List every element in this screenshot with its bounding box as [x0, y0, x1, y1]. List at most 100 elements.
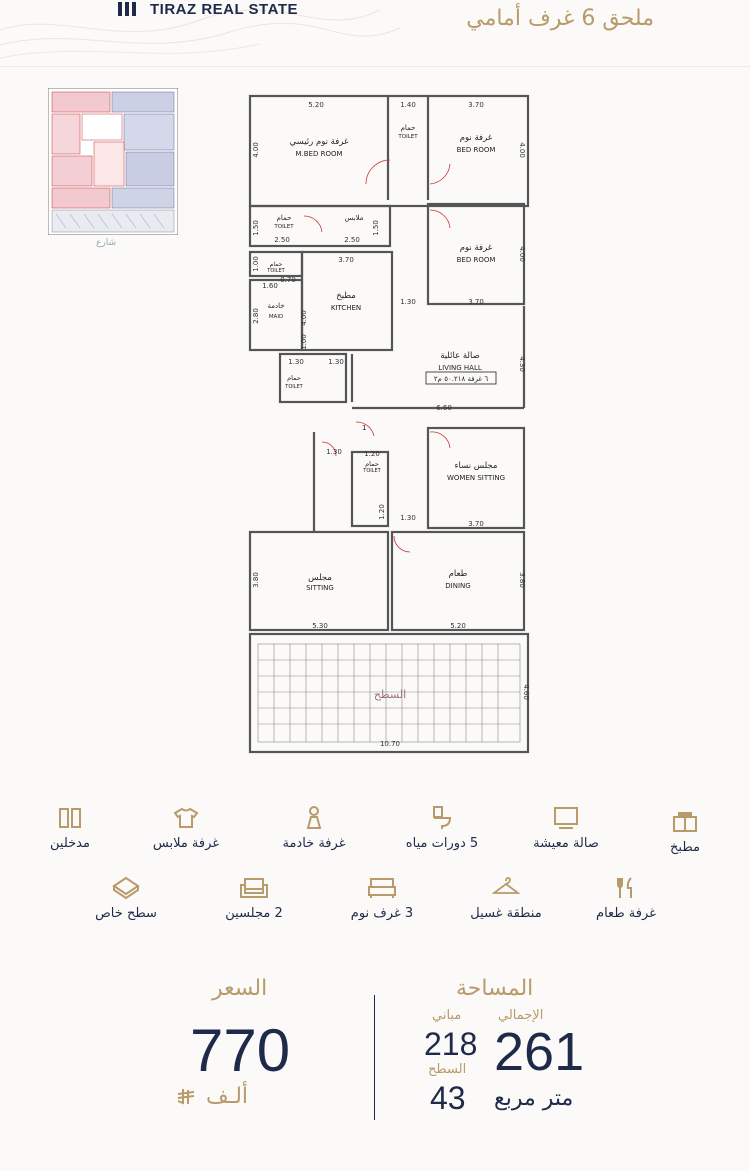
- svg-text:4.00: 4.00: [300, 310, 308, 326]
- svg-text:خادمة: خادمة: [267, 302, 284, 310]
- svg-text:طعام: طعام: [449, 569, 468, 579]
- svg-text:WOMEN SITTING: WOMEN SITTING: [447, 474, 505, 482]
- feature-label: غرفة ملابس: [152, 836, 220, 851]
- listing-title: ملحق 6 غرف أمامي: [466, 6, 654, 31]
- header-divider: [0, 66, 750, 67]
- svg-text:1.40: 1.40: [400, 101, 416, 109]
- svg-text:مطبخ: مطبخ: [336, 291, 356, 301]
- roof-tiles: [257, 643, 521, 743]
- feature-label: سطح خاص: [95, 906, 157, 921]
- svg-text:1.20: 1.20: [378, 504, 386, 520]
- feature-living-room: صالة معيشة: [506, 806, 626, 851]
- brand: TIRAZ REAL STATE: [118, 0, 298, 18]
- svg-text:TOILET: TOILET: [362, 468, 381, 474]
- svg-text:غرفة نوم: غرفة نوم: [460, 133, 493, 143]
- feature-dining-room: غرفة طعام: [566, 876, 686, 921]
- hanger-icon: [446, 876, 566, 900]
- svg-text:5.30: 5.30: [312, 622, 328, 630]
- floor-plan: غرفة نوم رئيسي M.BED ROOM غرفة نوم BED R…: [244, 92, 534, 757]
- svg-text:4.00: 4.00: [518, 142, 526, 158]
- svg-text:M.BED ROOM: M.BED ROOM: [295, 150, 342, 158]
- area-roof-label: السطح: [428, 1062, 467, 1077]
- svg-text:1.30: 1.30: [326, 448, 342, 456]
- feature-toilets: 5 دورات مياه: [382, 806, 502, 851]
- price-title: السعر: [212, 976, 268, 1001]
- area-title: المساحة: [456, 976, 534, 1001]
- price-unit-label: ألـف: [206, 1084, 249, 1109]
- svg-text:5.20: 5.20: [308, 101, 324, 109]
- svg-text:3.70: 3.70: [338, 256, 354, 264]
- feature-entrances: مدخلين: [10, 806, 130, 851]
- svg-text:1.30: 1.30: [400, 298, 416, 306]
- svg-text:2.80: 2.80: [252, 308, 260, 324]
- svg-text:1: 1: [362, 424, 366, 432]
- area-roof-value: 43: [430, 1080, 466, 1116]
- svg-text:1.30: 1.30: [288, 358, 304, 366]
- feature-label: 3 غرف نوم: [350, 906, 414, 921]
- feature-label: مطبخ: [670, 840, 700, 855]
- svg-text:ملابس: ملابس: [345, 214, 364, 222]
- svg-text:0.70: 0.70: [280, 276, 296, 284]
- svg-text:6.60: 6.60: [436, 404, 452, 412]
- info-divider: [374, 995, 375, 1120]
- svg-text:TOILET: TOILET: [397, 134, 418, 140]
- svg-text:حمام: حمام: [365, 460, 379, 468]
- svg-text:حمام: حمام: [401, 124, 416, 132]
- svg-text:حمام: حمام: [277, 214, 292, 222]
- maid-icon: [254, 806, 374, 830]
- room-master-bedroom-ar: غرفة نوم رئيسي: [290, 137, 349, 147]
- svg-text:4.00: 4.00: [252, 142, 260, 158]
- roof-icon: [66, 876, 186, 900]
- svg-text:1.00: 1.00: [300, 334, 308, 350]
- svg-text:1.30: 1.30: [400, 514, 416, 522]
- svg-text:1.60: 1.60: [262, 282, 278, 290]
- tv-icon: [506, 806, 626, 830]
- svg-text:1.20: 1.20: [364, 450, 380, 458]
- svg-text:3.80: 3.80: [252, 572, 260, 588]
- bed-icon: [322, 876, 442, 900]
- feature-label: غرفة طعام: [596, 906, 656, 921]
- feature-label: صالة معيشة: [533, 836, 599, 851]
- area-building-label: مباني: [432, 1008, 462, 1023]
- svg-text:2.50: 2.50: [274, 236, 290, 244]
- svg-text:1.50: 1.50: [372, 220, 380, 236]
- svg-text:LIVING HALL: LIVING HALL: [438, 364, 482, 372]
- svg-text:1.30: 1.30: [328, 358, 344, 366]
- svg-text:حمام: حمام: [287, 374, 301, 382]
- shirt-icon: [126, 806, 246, 830]
- feature-label: 2 مجلسين: [225, 906, 283, 921]
- feature-label: غرفة خادمة: [282, 836, 346, 851]
- feature-label: مدخلين: [50, 836, 90, 851]
- svg-text:BED ROOM: BED ROOM: [457, 256, 496, 264]
- brand-logo: [118, 2, 140, 16]
- svg-text:2.50: 2.50: [344, 236, 360, 244]
- svg-text:1.00: 1.00: [252, 256, 260, 272]
- price-unit: ألـف: [176, 1084, 248, 1109]
- feature-bedrooms: 3 غرف نوم: [322, 876, 442, 921]
- price-value: 770: [190, 1017, 291, 1084]
- key-map-street-label: شارع: [96, 238, 116, 248]
- feature-maid-room: غرفة خادمة: [254, 806, 374, 851]
- feature-laundry: منطقة غسيل: [446, 876, 566, 921]
- svg-text:SITTING: SITTING: [306, 584, 334, 592]
- svg-text:DINING: DINING: [445, 582, 470, 590]
- svg-text:TOILET: TOILET: [273, 224, 294, 230]
- svg-text:TOILET: TOILET: [284, 384, 303, 390]
- svg-text:صالة عائلية: صالة عائلية: [440, 351, 480, 361]
- svg-text:4.30: 4.30: [518, 356, 526, 372]
- feature-private-roof: سطح خاص: [66, 876, 186, 921]
- area-total-label: الإجمالي: [498, 1008, 544, 1023]
- brand-name: TIRAZ REAL STATE: [150, 0, 298, 18]
- sofa-icon: [194, 876, 314, 900]
- decorative-curves: [0, 9, 401, 59]
- svg-text:BED ROOM: BED ROOM: [457, 146, 496, 154]
- area-total-value: 261: [494, 1022, 585, 1082]
- doors-icon: [10, 806, 130, 830]
- svg-text:3.80: 3.80: [518, 572, 526, 588]
- feature-label: 5 دورات مياه: [405, 836, 479, 851]
- svg-text:السطح: السطح: [374, 688, 406, 701]
- feature-sitting-rooms: 2 مجلسين: [194, 876, 314, 921]
- svg-text:٦ غرفة ٥٠.٢١٨ م٢: ٦ غرفة ٥٠.٢١٨ م٢: [434, 375, 488, 383]
- area-building-value: 218: [424, 1026, 478, 1062]
- key-map: [47, 87, 179, 236]
